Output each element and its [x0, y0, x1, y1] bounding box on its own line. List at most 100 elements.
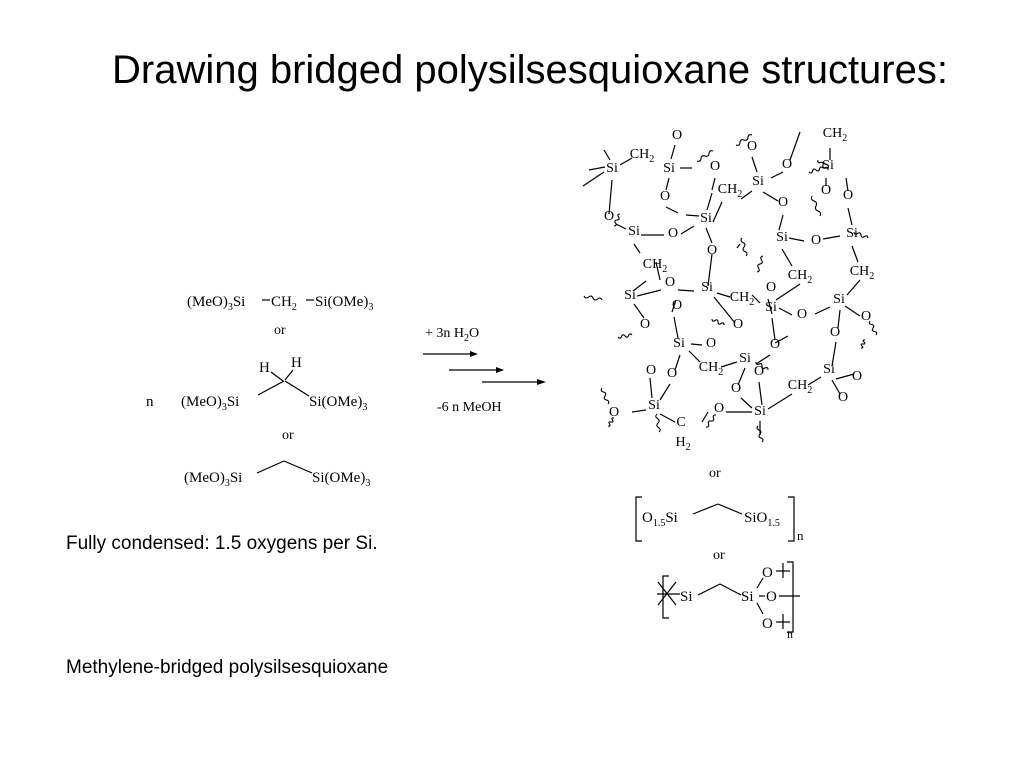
bond	[845, 177, 849, 192]
bond	[608, 179, 613, 215]
bond	[692, 503, 719, 515]
silicon-atom: Si	[624, 288, 636, 303]
reaction-arrows: + 3n H2O -6 n MeOH	[423, 326, 546, 415]
bond	[716, 292, 731, 298]
bond	[756, 602, 764, 615]
bond	[831, 341, 837, 367]
wavy-bond	[607, 417, 615, 427]
svg-text:O: O	[762, 616, 773, 632]
bond	[758, 381, 763, 406]
bracket-right	[787, 561, 794, 633]
bond	[670, 144, 676, 160]
methylene-group: CH2	[730, 290, 754, 308]
wavy-bond	[853, 231, 869, 239]
bond	[762, 191, 779, 202]
bond	[711, 177, 716, 191]
oxygen-atom: O	[646, 363, 656, 378]
oxygen-atom: O	[782, 157, 792, 172]
bond	[688, 350, 701, 363]
svg-text:n: n	[787, 627, 793, 641]
wavy-bond	[600, 387, 610, 405]
bond	[697, 583, 721, 596]
bond	[751, 156, 758, 173]
bond	[774, 335, 789, 344]
bond	[736, 243, 741, 249]
wavy-bond	[711, 318, 725, 326]
svg-text:-6 n MeOH: -6 n MeOH	[437, 400, 502, 415]
wavy-bond	[756, 255, 764, 273]
oxygen-atom: O	[668, 226, 678, 241]
bond	[631, 409, 647, 413]
bond	[677, 289, 695, 292]
wavy-bond	[808, 166, 824, 174]
bond	[778, 307, 793, 316]
oxygen-atom: O	[843, 188, 853, 203]
wavy-bond	[755, 361, 769, 371]
bond	[707, 253, 713, 287]
oxygen-atom: O	[861, 309, 871, 324]
wavy-bond	[583, 295, 603, 301]
bond	[814, 306, 831, 315]
bond	[767, 393, 793, 410]
bond	[665, 206, 679, 214]
methylene-group: CH2	[718, 182, 742, 200]
silicon-atom: Si	[765, 300, 777, 315]
oxygen-atom: O	[778, 195, 788, 210]
silicon-atom: Si	[833, 292, 845, 307]
svg-text:Si: Si	[741, 589, 754, 605]
silicon-atom: Si	[846, 226, 858, 241]
svg-text:(MeO)3Si: (MeO)3Si	[181, 394, 239, 413]
silicon-atom: Si	[700, 211, 712, 226]
bond	[701, 411, 709, 423]
bond	[690, 343, 703, 346]
silicon-atom: Si	[752, 174, 764, 189]
bond	[844, 305, 861, 317]
oxygen-atom: O	[672, 128, 682, 143]
bond	[636, 289, 662, 297]
bond	[671, 299, 677, 313]
slide-title: Drawing bridged polysilsesquioxane struc…	[112, 48, 948, 92]
bond	[705, 227, 713, 244]
bond	[633, 243, 641, 254]
bond	[740, 397, 753, 409]
bond	[807, 376, 822, 386]
methylene-group: CH2	[788, 268, 812, 286]
svg-text:Si(OMe)3: Si(OMe)3	[309, 394, 367, 413]
or-label: or	[709, 466, 721, 481]
bond	[775, 283, 801, 301]
bond	[720, 361, 738, 368]
svg-text:O: O	[762, 565, 773, 581]
bond	[619, 157, 633, 166]
wavy-bond	[735, 134, 753, 146]
svg-text:n: n	[797, 528, 804, 543]
bond	[851, 245, 859, 263]
network-repeat-formula: Si Si O O O n	[657, 561, 800, 641]
bond	[632, 280, 647, 292]
silicon-atom: Si	[648, 398, 660, 413]
bond	[737, 367, 746, 386]
silicon-atom: Si	[628, 224, 640, 239]
bond	[788, 237, 805, 242]
bond	[847, 207, 853, 226]
bond	[588, 166, 606, 171]
methylene-group: CH2	[823, 126, 847, 144]
bracket-left	[635, 496, 642, 542]
methylene-group: CH2	[630, 147, 654, 165]
bond	[751, 294, 761, 304]
silicon-atom: Si	[673, 336, 685, 351]
oxygen-atom: O	[754, 364, 764, 379]
svg-text:Si: Si	[680, 589, 693, 605]
bond	[706, 192, 713, 211]
wavy-bond	[613, 213, 621, 227]
oxygen-atom: O	[830, 325, 840, 340]
bond	[685, 214, 700, 217]
oxygen-atom: O	[672, 298, 682, 313]
svg-text:Si(OMe)3: Si(OMe)3	[312, 470, 370, 489]
svg-text:Si(OMe)3: Si(OMe)3	[315, 294, 373, 313]
oxygen-atom: O	[797, 307, 807, 322]
bond	[257, 380, 285, 396]
bond	[256, 460, 285, 474]
methylene-group: CH2	[699, 360, 723, 378]
